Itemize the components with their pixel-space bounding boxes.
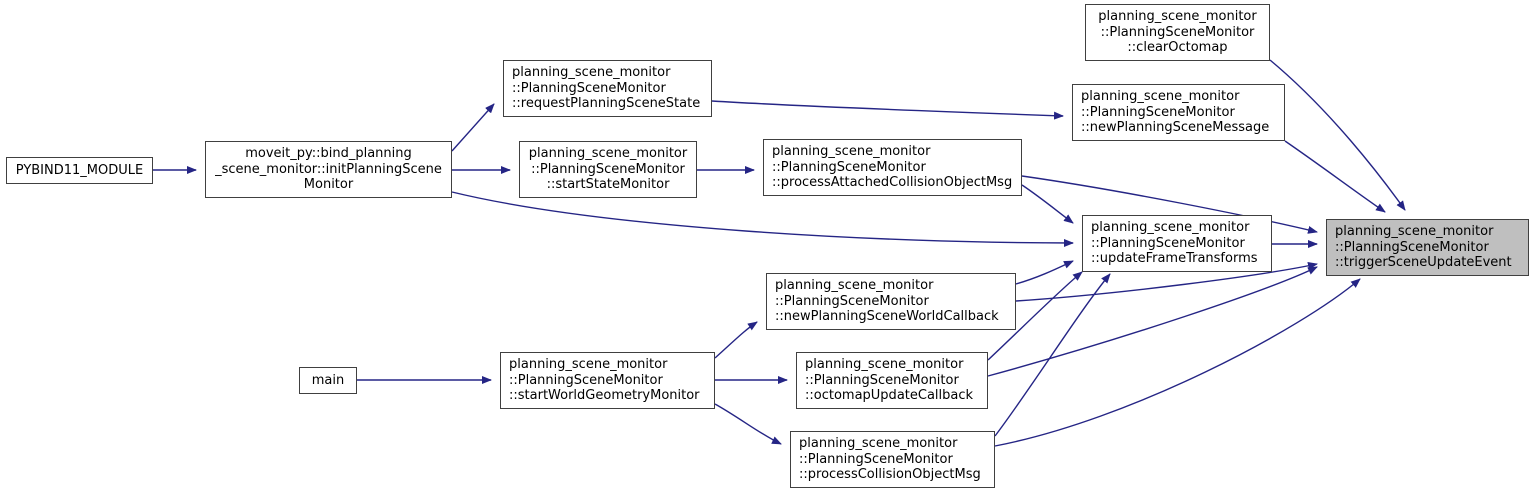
graph-node-label-line: planning_scene_monitor [1091, 220, 1250, 236]
graph-node-label-line: ::PlanningSceneMonitor [799, 451, 953, 467]
graph-node-label-line: main [311, 372, 345, 388]
graph-edge-process_attached_collision_object_msg-to-update_frame_transforms [1021, 184, 1074, 224]
graph-node-request_planning_scene_state[interactable]: planning_scene_monitor::PlanningSceneMon… [503, 60, 712, 117]
graph-edge-process_collision_object_msg-to-trigger_scene_update_event [994, 278, 1361, 447]
graph-edge-start_world_geometry_monitor-to-process_collision_object_msg [714, 403, 782, 445]
graph-node-start_state_monitor[interactable]: planning_scene_monitor::PlanningSceneMon… [519, 141, 697, 198]
graph-node-pybind11_module[interactable]: PYBIND11_MODULE [6, 157, 153, 184]
graph-node-label-line: ::octomapUpdateCallback [805, 388, 974, 404]
graph-node-label-line: moveit_py::bind_planning [245, 146, 412, 162]
graph-node-octomap_update_callback[interactable]: planning_scene_monitor::PlanningSceneMon… [796, 352, 988, 409]
graph-node-label-line: planning_scene_monitor [805, 357, 964, 373]
graph-node-label-line: ::clearOctomap [1127, 40, 1228, 56]
graph-node-process_collision_object_msg[interactable]: planning_scene_monitor::PlanningSceneMon… [790, 431, 995, 488]
graph-edge-start_world_geometry_monitor-to-new_planning_scene_world_callback [714, 321, 758, 359]
graph-node-label-line: ::triggerSceneUpdateEvent [1335, 255, 1512, 271]
graph-node-label-line: ::PlanningSceneMonitor [1100, 24, 1255, 40]
graph-node-label-line: planning_scene_monitor [528, 146, 688, 162]
graph-node-label-line: ::startWorldGeometryMonitor [509, 388, 700, 404]
graph-node-new_planning_scene_message[interactable]: planning_scene_monitor::PlanningSceneMon… [1072, 84, 1285, 141]
graph-edge-process_collision_object_msg-to-update_frame_transforms [994, 273, 1111, 437]
graph-node-label-line: ::PlanningSceneMonitor [512, 80, 666, 96]
graph-node-label-line: planning_scene_monitor [1335, 224, 1494, 240]
graph-node-label-line: planning_scene_monitor [775, 278, 934, 294]
graph-node-label-line: planning_scene_monitor [1081, 89, 1240, 105]
graph-node-label-line: Monitor [303, 177, 354, 193]
graph-node-label-line: ::newPlanningSceneWorldCallback [775, 309, 999, 325]
graph-edge-request_planning_scene_state-to-new_planning_scene_message [711, 100, 1064, 120]
graph-node-label-line: ::PlanningSceneMonitor [772, 159, 926, 175]
graph-node-label-line: ::PlanningSceneMonitor [1091, 235, 1245, 251]
graph-node-label-line: ::PlanningSceneMonitor [509, 372, 663, 388]
graph-edge-process_attached_collision_object_msg-to-trigger_scene_update_event [1021, 175, 1318, 234]
graph-node-label-line: ::updateFrameTransforms [1091, 251, 1258, 267]
graph-node-label-line: ::PlanningSceneMonitor [1335, 239, 1489, 255]
graph-node-process_attached_collision_object_msg[interactable]: planning_scene_monitor::PlanningSceneMon… [763, 139, 1022, 196]
graph-node-label-line: planning_scene_monitor [799, 436, 958, 452]
graph-node-init_planning_scene_monitor[interactable]: moveit_py::bind_planning_scene_monitor::… [205, 141, 452, 198]
graph-node-new_planning_scene_world_callback[interactable]: planning_scene_monitor::PlanningSceneMon… [766, 273, 1016, 330]
graph-node-label-line: PYBIND11_MODULE [15, 162, 144, 178]
graph-node-main[interactable]: main [299, 367, 357, 394]
graph-node-label-line: planning_scene_monitor [1098, 9, 1257, 25]
graph-node-label-line: planning_scene_monitor [509, 357, 668, 373]
graph-node-update_frame_transforms[interactable]: planning_scene_monitor::PlanningSceneMon… [1082, 215, 1272, 272]
graph-node-label-line: _scene_monitor::initPlanningScene [215, 161, 442, 177]
graph-node-label-line: ::newPlanningSceneMessage [1081, 120, 1270, 136]
graph-edge-init_planning_scene_monitor-to-update_frame_transforms [451, 191, 1074, 247]
graph-edge-init_planning_scene_monitor-to-request_planning_scene_state [451, 103, 495, 152]
graph-node-trigger_scene_update_event[interactable]: planning_scene_monitor::PlanningSceneMon… [1326, 219, 1529, 276]
graph-node-label-line: ::PlanningSceneMonitor [775, 293, 929, 309]
graph-edge-octomap_update_callback-to-trigger_scene_update_event [987, 266, 1318, 377]
graph-node-label-line: ::PlanningSceneMonitor [805, 372, 959, 388]
graph-node-label-line: ::PlanningSceneMonitor [1081, 104, 1235, 120]
graph-node-label-line: planning_scene_monitor [772, 144, 931, 160]
graph-node-start_world_geometry_monitor[interactable]: planning_scene_monitor::PlanningSceneMon… [500, 352, 715, 409]
graph-node-label-line: planning_scene_monitor [512, 65, 671, 81]
graph-node-label-line: ::startStateMonitor [546, 177, 670, 193]
graph-node-label-line: ::processCollisionObjectMsg [799, 467, 981, 483]
graph-edge-clear_octomap-to-trigger_scene_update_event [1269, 59, 1406, 211]
graph-node-clear_octomap[interactable]: planning_scene_monitor::PlanningSceneMon… [1085, 4, 1270, 61]
graph-node-label-line: ::processAttachedCollisionObjectMsg [772, 175, 1013, 191]
graph-node-label-line: ::requestPlanningSceneState [512, 96, 701, 112]
graph-edge-new_planning_scene_world_callback-to-trigger_scene_update_event [1015, 261, 1318, 302]
graph-edge-new_planning_scene_world_callback-to-update_frame_transforms [1015, 260, 1074, 285]
graph-edge-octomap_update_callback-to-update_frame_transforms [987, 271, 1083, 361]
graph-edge-new_planning_scene_message-to-trigger_scene_update_event [1284, 140, 1386, 213]
graph-node-label-line: ::PlanningSceneMonitor [531, 161, 685, 177]
